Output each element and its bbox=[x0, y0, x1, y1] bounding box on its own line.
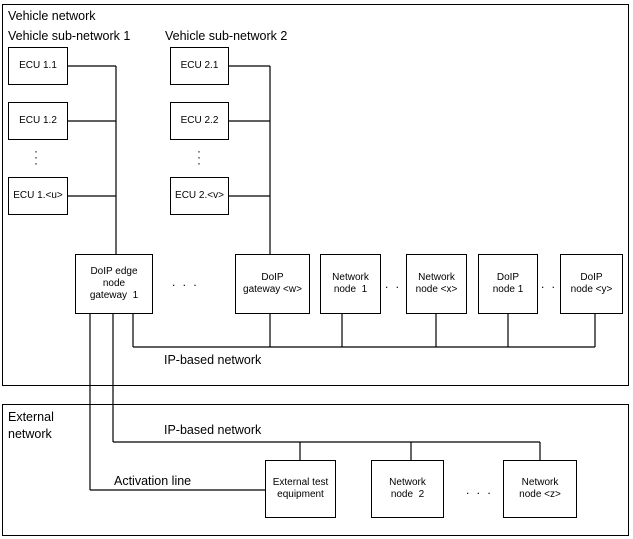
network-node-2: Network node 2 bbox=[371, 460, 444, 518]
ecu-1-vertical-ellipsis: ··· bbox=[34, 144, 38, 170]
ecu-2-2: ECU 2.2 bbox=[170, 102, 229, 140]
external-ip-network-label: IP-based network bbox=[164, 423, 262, 437]
network-node-1: Network node 1 bbox=[320, 254, 381, 314]
gateway-ellipsis: . . . bbox=[172, 275, 199, 289]
external-network-region bbox=[2, 404, 629, 536]
network-node-z: Network node <z> bbox=[503, 460, 577, 518]
ecu-1-u: ECU 1.<u> bbox=[8, 177, 68, 215]
sub-network-1-title: Vehicle sub-network 1 bbox=[8, 29, 131, 43]
ecu-2-1: ECU 2.1 bbox=[170, 47, 229, 85]
vehicle-network-region bbox=[2, 4, 629, 386]
doip-node-ellipsis: . . . bbox=[541, 277, 568, 291]
activation-line-label: Activation line bbox=[114, 474, 192, 488]
external-test-equipment: External test equipment bbox=[265, 460, 336, 518]
doip-node-y: DoIP node <y> bbox=[560, 254, 623, 314]
external-node-ellipsis: . . . bbox=[466, 483, 493, 497]
ecu-1-1: ECU 1.1 bbox=[8, 47, 68, 85]
network-node-x: Network node <x> bbox=[406, 254, 467, 314]
doip-edge-node-gateway-1: DoIP edge node gateway 1 bbox=[75, 254, 153, 314]
doip-gateway-w: DoIP gateway <w> bbox=[235, 254, 310, 314]
external-network-title-line-2: network bbox=[8, 427, 52, 441]
vehicle-ip-network-label: IP-based network bbox=[164, 353, 262, 367]
doip-node-1: DoIP node 1 bbox=[478, 254, 538, 314]
ecu-2-v: ECU 2.<v> bbox=[170, 177, 229, 215]
ecu-1-2: ECU 1.2 bbox=[8, 102, 68, 140]
sub-network-2-title: Vehicle sub-network 2 bbox=[165, 29, 288, 43]
external-network-title-line-1: External bbox=[8, 410, 54, 424]
ecu-2-vertical-ellipsis: ··· bbox=[197, 144, 201, 170]
network-node-ellipsis: . . . bbox=[385, 277, 412, 291]
vehicle-network-title: Vehicle network bbox=[8, 9, 96, 23]
